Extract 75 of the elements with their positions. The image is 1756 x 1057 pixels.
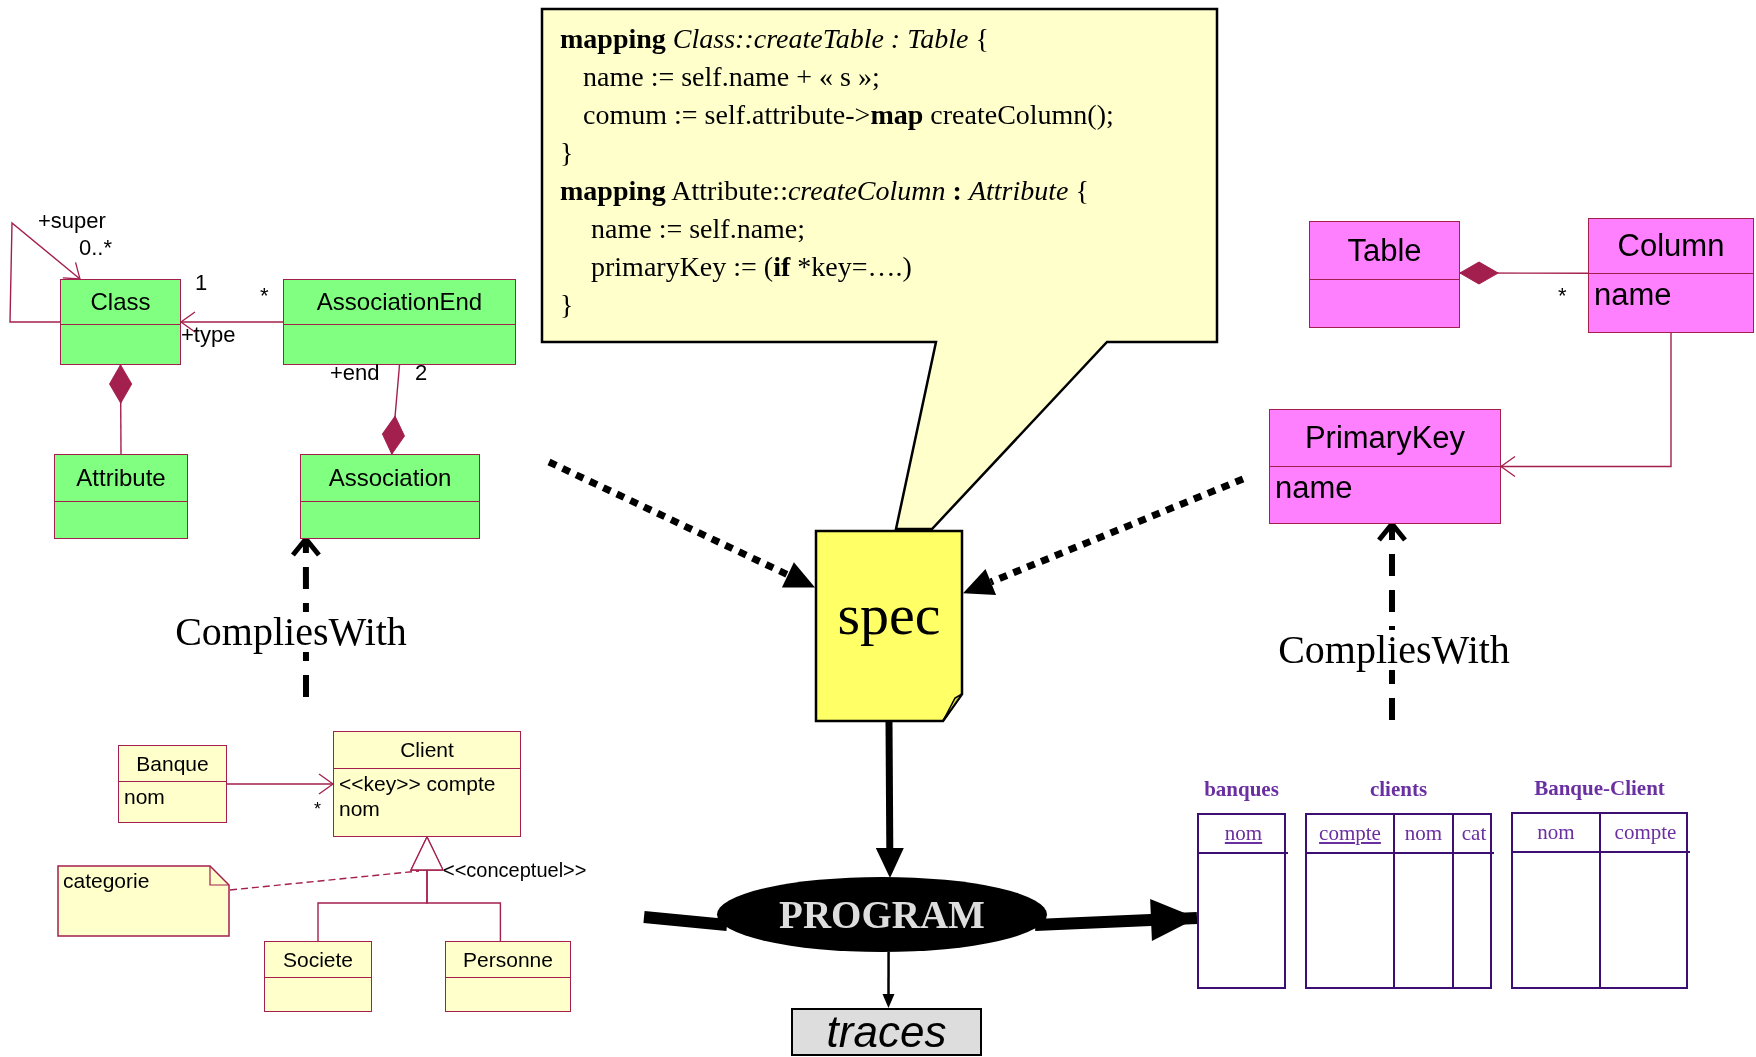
dotted-arrow [963,475,1245,595]
code-line: name := self.name + « s »; [582,60,880,94]
code-line: } [560,136,574,170]
role-label: +type [181,323,236,348]
class-box [445,941,571,1012]
table-title: banques [1204,777,1279,802]
code-line: mapping Attribute::createColumn : Attribute { [560,174,1089,208]
note-link [229,870,420,891]
class-name: Societe [282,947,353,972]
class-box [300,454,480,539]
code-line: primaryKey := (if *key=….) [590,250,912,284]
role-label: * [314,800,321,820]
self-association-arrow [9,221,81,323]
document-title: spec [836,586,942,644]
column-name: nom [1537,820,1575,845]
column-name: compte [1319,821,1381,846]
arrow [875,721,904,878]
class-box [118,745,227,823]
class-box [283,279,516,365]
table-title: clients [1369,777,1428,802]
output-box [791,1008,982,1056]
class-name: AssociationEnd [316,288,483,316]
code-line: comum := self.attribute->map createColumn(); [582,98,1114,132]
attribute-name: name [1594,277,1673,314]
transformation-arrow [1034,899,1198,942]
attribute-name: nom [339,796,381,822]
dotted-arrow [547,458,816,588]
stereotype-label: <<conceptuel>> [443,859,587,881]
table-title: Banque-Client [1534,776,1665,801]
association-arrow [180,311,284,333]
column-name: nom [1404,821,1443,846]
generalization-arrow [410,836,502,942]
class-box [333,731,521,837]
role-label: +super [38,209,106,234]
class-name: Table [1347,232,1422,269]
attribute-name: name [1275,470,1354,507]
composition-line [1459,261,1589,285]
association-arrow [1500,332,1672,478]
edge-label: CompliesWith [173,612,409,652]
process-label: PROGRAM [779,895,985,934]
note-text: categorie [63,869,150,893]
output-label: traces [826,1010,947,1054]
role-label: 2 [415,361,428,386]
code-line: name := self.name; [590,212,806,246]
composition-line [109,364,133,455]
edge-label: CompliesWith [1276,630,1512,670]
role-label: +end [330,361,380,386]
class-name: Personne [463,947,553,972]
column-name: compte [1614,820,1677,845]
association-arrow [226,773,334,795]
column-name: cat [1461,821,1487,846]
class-box [1269,409,1501,524]
code-line: mapping Class::createTable : Table { [560,22,989,56]
code-line: } [560,288,574,322]
class-name: Class [90,288,151,316]
class-box [1588,218,1754,333]
role-label: * [1558,284,1567,309]
role-label: * [260,284,269,309]
class-box [54,454,188,539]
class-name: Association [328,464,452,492]
composition-line [382,364,405,455]
column-name: nom [1224,821,1263,846]
role-label: 0..* [79,236,113,261]
attribute-name: <<key>> compte [339,772,497,797]
attribute-name: nom [124,785,166,810]
class-name: Client [400,738,454,762]
class-name: PrimaryKey [1304,420,1466,456]
class-box [1309,221,1460,328]
role-label: 1 [195,271,208,296]
class-box [264,941,372,1012]
arrow [882,952,895,1008]
class-name: Attribute [76,464,166,492]
class-name: Banque [136,751,209,776]
class-box [60,279,181,365]
class-name: Column [1617,228,1725,264]
